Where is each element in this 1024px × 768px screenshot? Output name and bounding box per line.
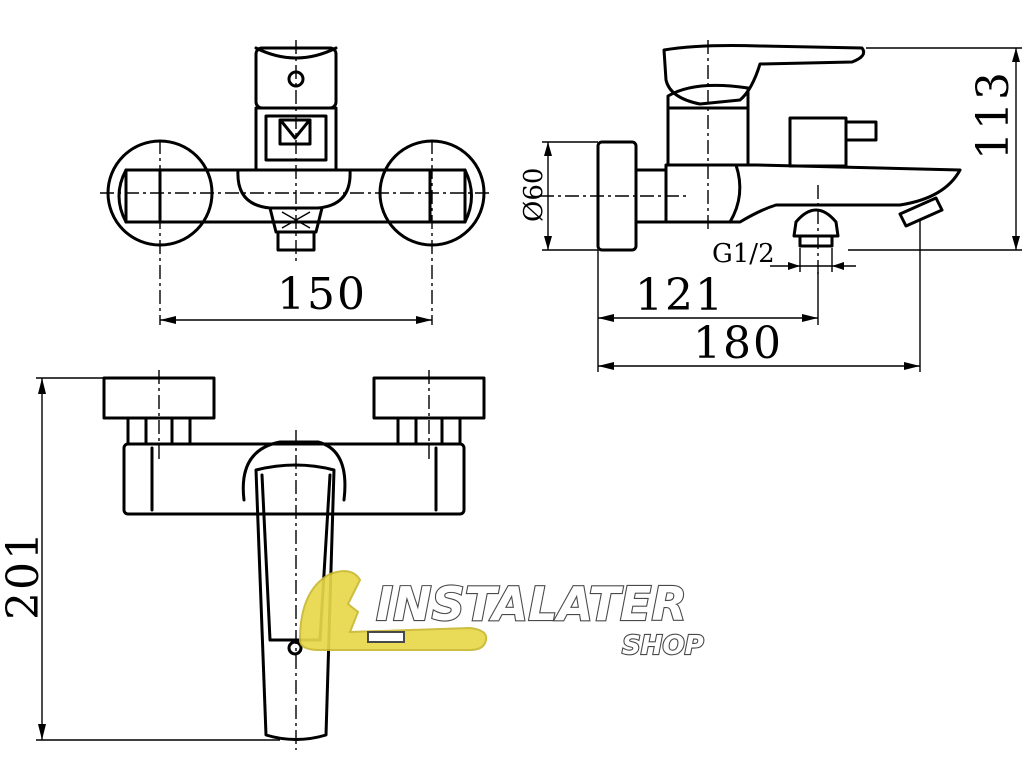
top-view: 150 (100, 40, 492, 325)
dim-diameter-60: Ø60 (519, 168, 549, 222)
side-view: Ø60 113 G1/2 121 180 (519, 40, 1022, 372)
logo-sub: SHOP (622, 631, 704, 661)
instalater-shop-logo: INSTALATER SHOP (298, 570, 705, 662)
dim-depth-180: 180 (693, 318, 783, 369)
pipe-wrench-icon (298, 570, 488, 651)
logo-brand: INSTALATER (376, 577, 687, 631)
dim-height-201: 201 (0, 530, 49, 620)
front-view: 201 (0, 370, 486, 750)
dim-width-150: 150 (277, 269, 367, 320)
dim-height-113: 113 (968, 70, 1019, 160)
dim-thread-g12: G1/2 (712, 239, 775, 269)
dim-reach-121: 121 (635, 270, 725, 321)
